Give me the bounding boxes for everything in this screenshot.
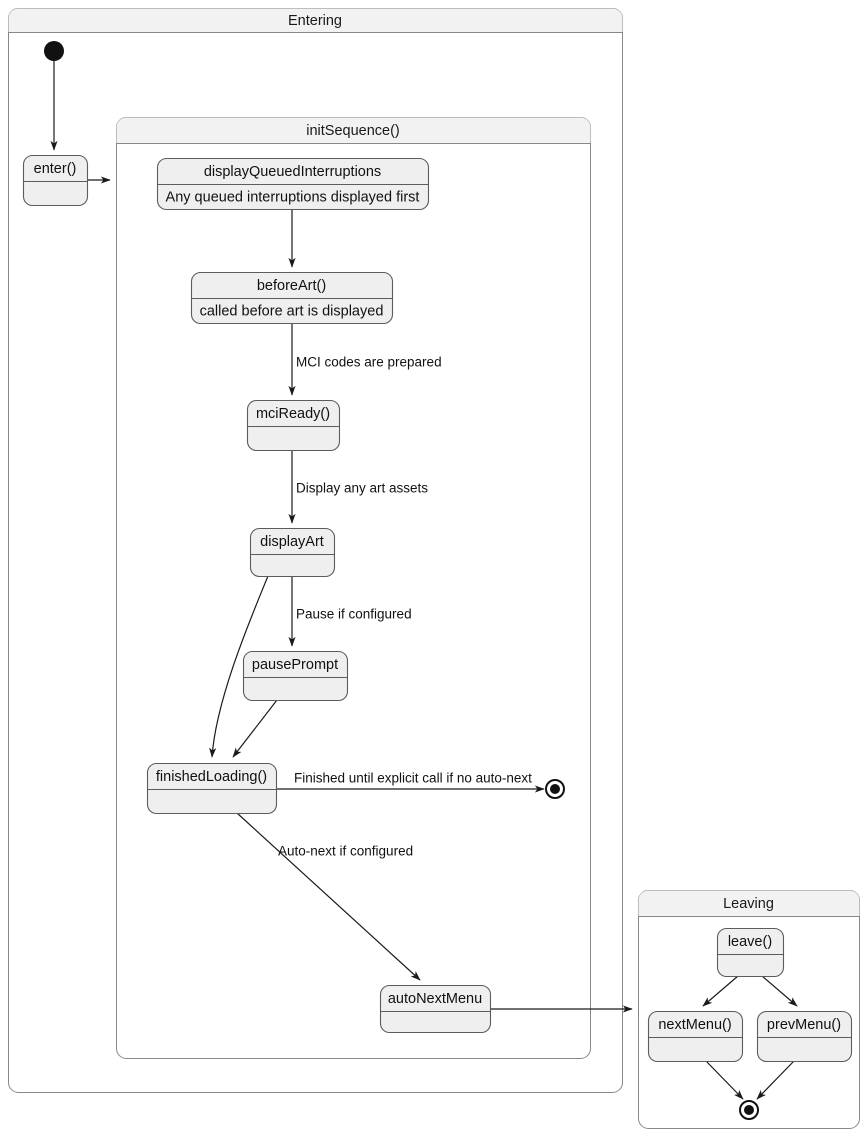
- state-finishedLoading[interactable]: finishedLoading(): [146, 762, 278, 815]
- state-enter[interactable]: enter(): [22, 154, 89, 207]
- composite-header-band: [116, 117, 591, 144]
- state-nextMenu[interactable]: nextMenu(): [647, 1010, 744, 1063]
- transition-arrow: [236, 812, 421, 981]
- transition-label: MCI codes are prepared: [296, 355, 442, 370]
- transition-arrow: [761, 975, 798, 1007]
- state-autoNextMenu[interactable]: autoNextMenu: [379, 984, 492, 1034]
- state-description: Any queued interruptions displayed first: [166, 189, 420, 205]
- state-name: displayArt: [260, 534, 324, 550]
- transition-arrow: [232, 699, 278, 758]
- final-state-dot-icon: [550, 784, 560, 794]
- state-box: [249, 527, 336, 578]
- transition-arrow: [702, 975, 739, 1007]
- composite-state-leaving[interactable]: Leaving: [638, 890, 860, 1129]
- state-box: [246, 399, 341, 452]
- transition-mciready-to-displayart[interactable]: Display any art assets: [288, 450, 428, 524]
- state-name: pausePrompt: [252, 657, 338, 673]
- state-name: mciReady(): [256, 406, 330, 422]
- state-prevMenu[interactable]: prevMenu(): [756, 1010, 853, 1063]
- final-state-node[interactable]: [545, 779, 565, 799]
- state-name: beforeArt(): [257, 278, 326, 294]
- state-description: called before art is displayed: [200, 303, 384, 319]
- state-name: autoNextMenu: [388, 991, 482, 1007]
- composite-header-band: [638, 890, 860, 917]
- state-leave[interactable]: leave(): [716, 927, 785, 978]
- composite-title: initSequence(): [306, 123, 400, 139]
- final-state-node[interactable]: [739, 1100, 759, 1120]
- transition-beforeart-to-mciready[interactable]: MCI codes are prepared: [288, 323, 442, 396]
- transition-arrow: [209, 575, 269, 758]
- transition-label: Display any art assets: [296, 481, 428, 496]
- composite-header-band: [8, 8, 623, 33]
- state-box: [146, 762, 278, 815]
- transition-finishedloading-to-autonextmenu[interactable]: Auto-next if configured: [236, 812, 421, 981]
- state-box: [756, 1010, 853, 1063]
- state-box: [22, 154, 89, 207]
- state-name: enter(): [34, 161, 77, 177]
- transition-nextmenu-to-final[interactable]: [705, 1060, 744, 1100]
- transition-finishedloading-to-final[interactable]: Finished until explicit call if no auto-…: [276, 771, 545, 793]
- transition-displayart-to-finishedloading[interactable]: [209, 575, 269, 758]
- transition-arrow: [756, 1060, 795, 1100]
- transition-leave-to-prevmenu[interactable]: [761, 975, 798, 1007]
- transition-arrow: [705, 1060, 744, 1100]
- state-pausePrompt[interactable]: pausePrompt: [242, 650, 349, 702]
- transition-pauseprompt-to-finishedloading[interactable]: [232, 699, 278, 758]
- transition-displayart-to-pauseprompt[interactable]: Pause if configured: [288, 576, 412, 647]
- composite-title: Leaving: [723, 896, 774, 912]
- composite-title: Entering: [288, 13, 342, 29]
- initial-state-node[interactable]: [44, 41, 64, 61]
- composite-border: [638, 890, 860, 1129]
- transition-leave-to-nextmenu[interactable]: [702, 975, 739, 1007]
- transition-label: Finished until explicit call if no auto-…: [294, 771, 532, 786]
- state-mciReady[interactable]: mciReady(): [246, 399, 341, 452]
- transition-prevmenu-to-final[interactable]: [756, 1060, 795, 1100]
- composite-border: [116, 117, 591, 1059]
- state-name: leave(): [728, 934, 772, 950]
- state-name: displayQueuedInterruptions: [204, 164, 381, 180]
- initial-state-icon: [44, 41, 64, 61]
- pseudostates-layer: [44, 41, 759, 1120]
- state-box: [647, 1010, 744, 1063]
- state-beforeArt[interactable]: beforeArt() called before art is displaye…: [190, 271, 394, 325]
- state-box: [242, 650, 349, 702]
- state-box: [379, 984, 492, 1034]
- state-name: finishedLoading(): [156, 769, 267, 785]
- final-state-dot-icon: [744, 1105, 754, 1115]
- state-box: [716, 927, 785, 978]
- state-displayArt[interactable]: displayArt: [249, 527, 336, 578]
- transition-label: Auto-next if configured: [278, 844, 413, 859]
- composite-state-init-sequence[interactable]: initSequence(): [116, 117, 591, 1059]
- transition-label: Pause if configured: [296, 607, 412, 622]
- state-name: nextMenu(): [658, 1017, 731, 1033]
- state-name: prevMenu(): [767, 1017, 841, 1033]
